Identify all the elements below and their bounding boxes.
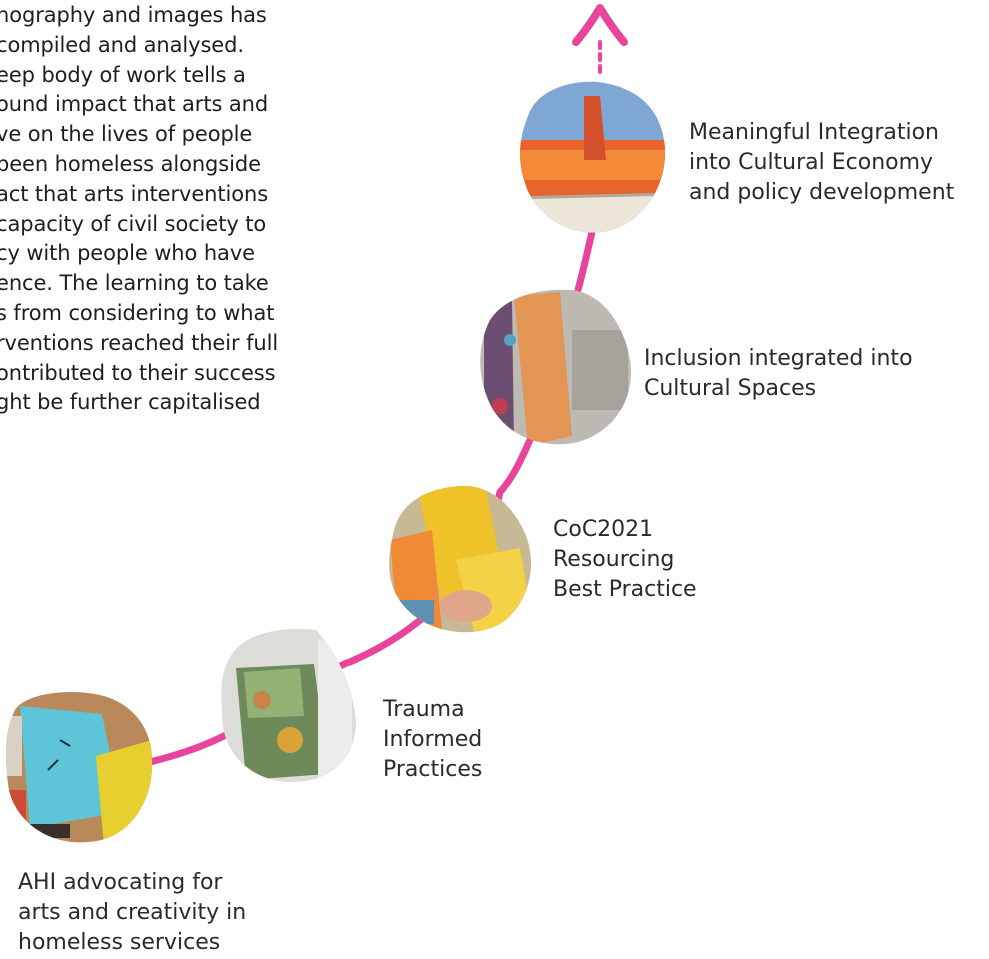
intro-line: ght be further capitalised (0, 390, 261, 415)
milestone-label-line: Best Practice (553, 577, 697, 602)
milestone-label-line: Cultural Spaces (644, 376, 817, 401)
arrow-up-icon (572, 4, 628, 46)
milestone-photo-ahi (6, 692, 153, 843)
milestone-photo-integration (520, 81, 666, 233)
milestone-photo-inclusion (480, 289, 631, 445)
milestone-label-line: homeless services (18, 930, 221, 955)
intro-line: ence. The learning to take (0, 271, 269, 296)
intro-line: s from considering to what (0, 300, 275, 325)
milestone-label-line: Inclusion integrated into (644, 346, 913, 371)
milestone-photo-trauma (221, 628, 356, 782)
intro-line: ound impact that arts and (0, 92, 269, 117)
milestone-label-integration: Meaningful Integration into Cultural Eco… (689, 118, 954, 208)
milestone-label-line: Meaningful Integration (689, 120, 939, 145)
milestone-label-line: CoC2021 (553, 517, 654, 542)
intro-line: compiled and analysed. (0, 32, 244, 57)
milestone-label-line: AHI advocating for (18, 870, 223, 895)
intro-line: act that arts interventions (0, 181, 269, 206)
milestone-label-line: and policy development (689, 180, 955, 205)
milestone-label-inclusion: Inclusion integrated into Cultural Space… (644, 344, 913, 404)
milestone-label-ahi: AHI advocating for arts and creativity i… (18, 868, 246, 958)
intro-line: been homeless alongside (0, 151, 261, 176)
intro-line: capacity of civil society to (0, 211, 267, 236)
intro-line: eep body of work tells a (0, 62, 246, 87)
milestone-label-line: into Cultural Economy (689, 150, 934, 175)
milestone-label-line: arts and creativity in (18, 900, 247, 925)
milestone-photo-coc (389, 485, 531, 633)
milestone-label-trauma: Trauma Informed Practices (383, 695, 482, 785)
milestone-label-coc: CoC2021 Resourcing Best Practice (553, 515, 697, 605)
intro-paragraph: nography and images has compiled and ana… (0, 1, 336, 418)
milestone-label-line: Resourcing (553, 547, 675, 572)
intro-line: cy with people who have (0, 241, 255, 266)
intro-line: nography and images has (0, 3, 267, 27)
milestone-label-line: Practices (383, 757, 483, 782)
milestone-label-line: Informed (383, 727, 483, 752)
milestone-label-line: Trauma (383, 697, 465, 722)
intro-line: rventions reached their full (0, 330, 279, 355)
intro-line: ve on the lives of people (0, 122, 253, 147)
intro-line: ontributed to their success (0, 360, 276, 385)
